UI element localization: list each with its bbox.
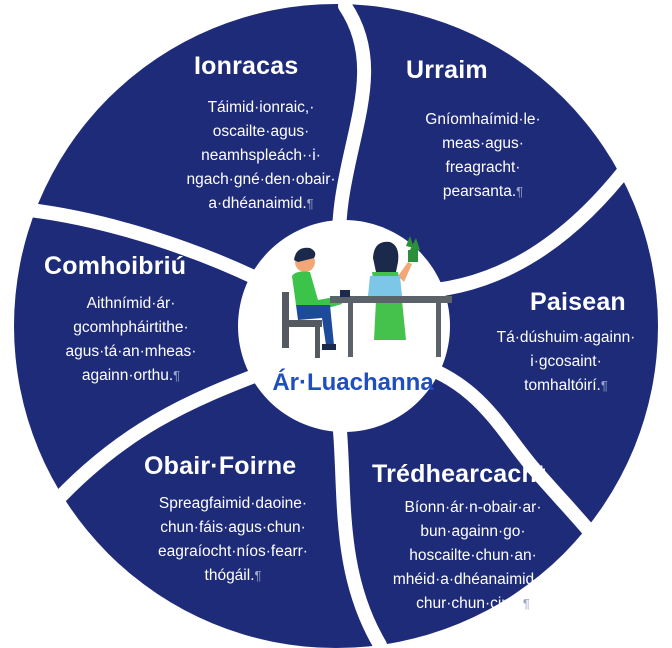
woman-hair (373, 241, 399, 272)
segment-dividers (23, 0, 647, 648)
text-line: againn·orthu.¶ (46, 364, 216, 388)
text-line: Spreagfaimid·daoine· (158, 495, 308, 512)
text-line-content: pearsanta. (442, 183, 517, 200)
text-line-content: againn·orthu. (81, 367, 174, 384)
text-line: a·dhéanaimid.¶ (156, 192, 366, 216)
text-line: Gníomhaímid·le· (425, 111, 541, 128)
text-line: chur·chun·cinn.¶ (368, 592, 578, 616)
text-line: thógáil.¶ (118, 564, 348, 588)
text-line-content: thógáil. (204, 567, 255, 584)
segment-title-urraim: Urraim (406, 56, 488, 84)
text-line: i·gcosaint· (530, 353, 602, 370)
text-line-content: chur·chun·cinn. (416, 595, 523, 612)
text-line: hoscailte·chun·an· (409, 547, 537, 564)
segment-text-comhoibriu: Aithnímid·ár· gcomhpháirtithe· agus·tá·a… (46, 292, 216, 388)
text-line: chun·fáis·agus·chun· (160, 519, 306, 536)
text-line: tomhaltóirí.¶ (476, 374, 656, 398)
man-shirt (292, 271, 342, 313)
pilcrow: ¶ (306, 196, 314, 211)
text-line: Táimid·ionraic,· (207, 99, 315, 116)
pilcrow: ¶ (516, 184, 524, 199)
text-line: gcomhpháirtithe· (73, 319, 189, 336)
pilcrow: ¶ (522, 596, 530, 611)
chair-leg-left (315, 320, 320, 358)
text-line: bun·againn·go· (420, 523, 526, 540)
people-at-table-illustration (282, 236, 452, 358)
text-line: pearsanta.¶ (388, 180, 578, 204)
text-line-content: a·dhéanaimid. (208, 195, 307, 212)
segment-title-ionracas: Ionracas (194, 52, 299, 80)
text-line: mhéid·a·dhéanaimid·a· (392, 571, 554, 588)
segment-title-tredhearcacht: Trédhearcacht (372, 460, 546, 488)
table-top (330, 296, 452, 303)
man-hair (294, 247, 316, 262)
divider-lower-right (398, 353, 617, 567)
text-line: eagraíocht·níos·fearr· (158, 543, 308, 560)
segment-title-comhoibriu: Comhoibriú (44, 252, 187, 280)
segment-text-obair-foirne: Spreagfaimid·daoine· chun·fáis·agus·chun… (118, 492, 348, 588)
woman-sweater (368, 276, 402, 296)
pilcrow: ¶ (254, 568, 262, 583)
table-leg-right (436, 303, 441, 357)
text-line-content: tomhaltóirí. (524, 377, 601, 394)
segment-text-tredhearcacht: Bíonn·ár·n-obair·ar· bun·againn·go· hosc… (368, 496, 578, 616)
text-line: agus·tá·an·mheas· (65, 343, 197, 360)
pilcrow: ¶ (600, 378, 608, 393)
text-line: Aithnímid·ár· (86, 295, 176, 312)
text-line: oscailte·agus· (212, 123, 310, 140)
divider-lower-left (41, 363, 277, 517)
text-line: freagracht· (445, 159, 521, 176)
text-line: neamhspleách··i· (201, 147, 321, 164)
man-shoe (322, 344, 336, 350)
plant-icon (406, 236, 420, 250)
text-line: meas·agus· (442, 135, 524, 152)
text-line: Bíonn·ár·n-obair·ar· (404, 499, 542, 516)
divider-upper-left (23, 203, 275, 291)
segment-title-paisean: Paisean (530, 288, 626, 316)
table-leg-left (348, 303, 353, 357)
segment-text-paisean: Tá·dúshuim·againn· i·gcosaint· tomhaltói… (476, 326, 656, 398)
divider-upper-right (403, 143, 647, 299)
cup-icon (340, 290, 350, 297)
center-hub (238, 220, 450, 432)
pilcrow: ¶ (173, 368, 181, 383)
center-label: Ár·Luachanna (272, 369, 434, 396)
segment-text-urraim: Gníomhaímid·le· meas·agus· freagracht· p… (388, 108, 578, 204)
text-line: Tá·dúshuim·againn· (496, 329, 636, 346)
man-legs (296, 305, 334, 345)
text-line: ngach·gné·den·obair· (186, 171, 336, 188)
segment-title-obair-foirne: Obair·Foirne (144, 452, 297, 480)
segment-text-ionracas: Táimid·ionraic,· oscailte·agus· neamhspl… (156, 96, 366, 216)
chair-seat-left (282, 320, 322, 327)
woman-arm (398, 262, 412, 282)
plant-pot (408, 250, 418, 262)
